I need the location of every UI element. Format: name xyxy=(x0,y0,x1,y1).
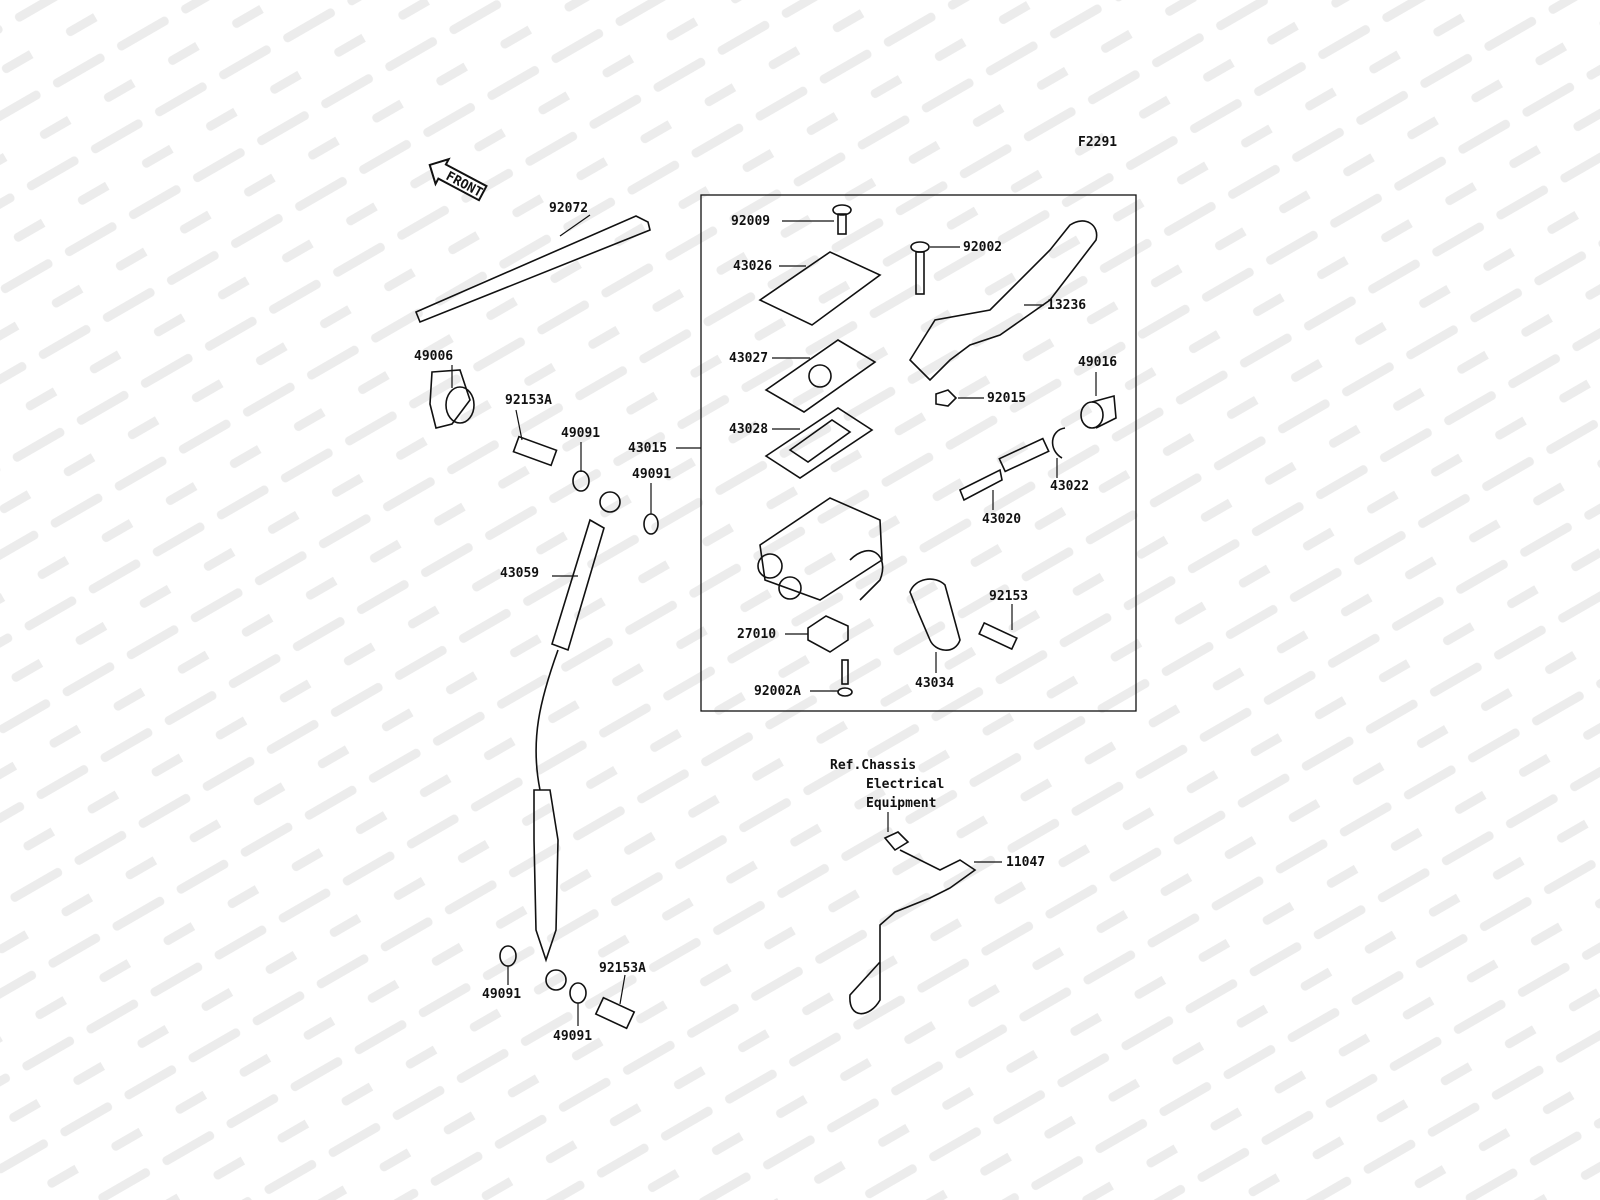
callout-label-49091: 49091 xyxy=(632,467,671,482)
callout-label-13236: 13236 xyxy=(1047,298,1086,313)
callout-label-49016: 49016 xyxy=(1078,355,1117,370)
bolt-92002 xyxy=(910,241,960,295)
callout-label-43026: 43026 xyxy=(733,259,772,274)
reference-note-line-3: Equipment xyxy=(866,796,936,811)
diaphragm-43028 xyxy=(764,407,874,479)
nut-92015 xyxy=(935,389,984,407)
clamp-43034 xyxy=(909,578,961,673)
lever-13236 xyxy=(908,220,1098,382)
callout-label-92002A: 92002A xyxy=(754,684,801,699)
callout-label-92009: 92009 xyxy=(731,214,770,229)
callout-label-92015: 92015 xyxy=(987,391,1026,406)
callout-label-11047: 11047 xyxy=(1006,855,1045,870)
callout-label-27010: 27010 xyxy=(737,627,776,642)
assembly-group-box xyxy=(700,194,1137,712)
callout-label-43034: 43034 xyxy=(915,676,954,691)
callout-label-49091: 49091 xyxy=(553,1029,592,1044)
reference-note-line-2: Electrical xyxy=(866,777,944,792)
piston-43020 xyxy=(958,437,1050,510)
callout-label-92153A: 92153A xyxy=(505,393,552,408)
switch-27010 xyxy=(785,615,849,653)
brake-hose-43059 xyxy=(533,491,621,991)
callout-label-92153: 92153 xyxy=(989,589,1028,604)
callout-label-49006: 49006 xyxy=(414,349,453,364)
reference-note-line-1: Ref.Chassis xyxy=(830,758,916,773)
boot-49016 xyxy=(1080,372,1117,429)
callout-label-92002: 92002 xyxy=(963,240,1002,255)
cap-43026 xyxy=(758,251,882,326)
bracket-11047 xyxy=(849,812,1002,1015)
screw-92002A xyxy=(810,659,853,697)
callout-label-92072: 92072 xyxy=(549,201,588,216)
screw-92009 xyxy=(782,204,852,235)
callout-label-49091: 49091 xyxy=(482,987,521,1002)
callout-label-43059: 43059 xyxy=(500,566,539,581)
cable-tie-92072 xyxy=(414,214,651,324)
cover-49006 xyxy=(429,365,475,429)
callout-labels: 92072 49006 92153A 49091 49091 43059 92009 4302… xyxy=(414,201,1117,1044)
callout-label-43027: 43027 xyxy=(729,351,768,366)
callout-label-43020: 43020 xyxy=(982,512,1021,527)
callout-label-92153A: 92153A xyxy=(599,961,646,976)
callout-label-43028: 43028 xyxy=(729,422,768,437)
callout-label-43022: 43022 xyxy=(1050,479,1089,494)
plate-43027 xyxy=(764,339,877,413)
circlip-43022 xyxy=(1051,427,1066,478)
banjo-bolt-92153A-bottom xyxy=(594,974,636,1030)
bolt-92153 xyxy=(978,604,1018,651)
banjo-bolt-92153A-top xyxy=(512,409,558,467)
callout-label-43015: 43015 xyxy=(628,441,667,456)
figure-code: F2291 xyxy=(1078,135,1117,150)
callout-label-49091: 49091 xyxy=(561,426,600,441)
master-cylinder-body xyxy=(757,497,884,601)
